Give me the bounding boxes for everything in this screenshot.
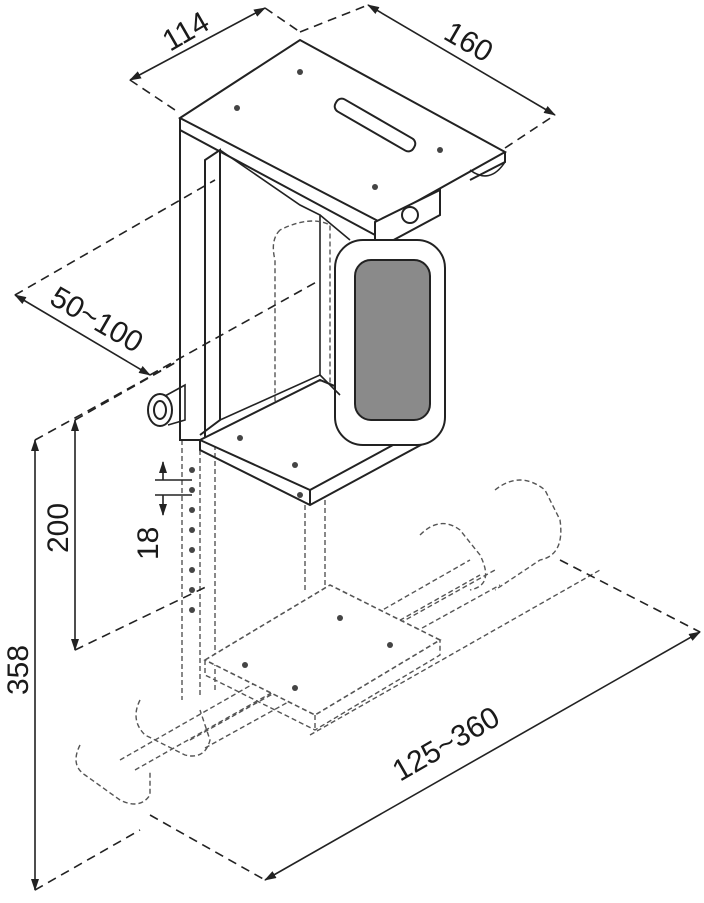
dim-160-label: 160	[439, 15, 499, 69]
dim-18-label: 18	[132, 527, 165, 560]
clamp-knob-icon	[147, 383, 186, 427]
dim-114-label: 114	[157, 6, 215, 58]
lower-extension-dashed	[75, 440, 601, 805]
dim-50-100-label: 50~100	[45, 280, 149, 359]
dim-200-label: 200	[42, 503, 75, 553]
lock-knob-icon	[401, 206, 419, 224]
dimension-lines	[14, 4, 701, 891]
holder-body	[147, 38, 508, 507]
adjustment-holes	[189, 467, 195, 613]
dim-125-360-label: 125~360	[387, 701, 505, 788]
dim-358-label: 358	[2, 645, 35, 695]
handle-grip	[354, 259, 431, 421]
